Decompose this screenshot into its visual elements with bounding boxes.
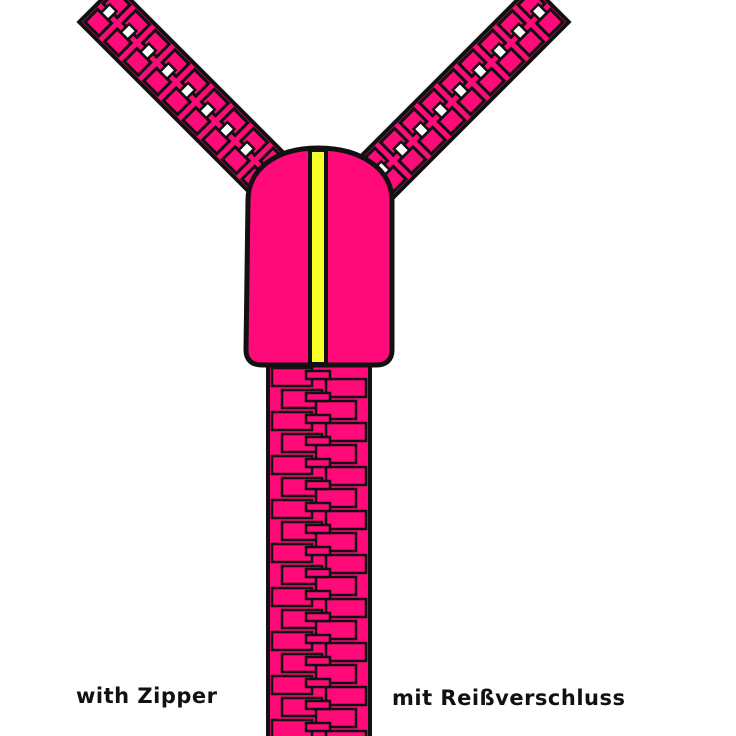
left-tape-tooth-hole [177,81,197,101]
chain-interlock [304,545,332,557]
chain-interlock [304,611,332,623]
chain-tooth-right [324,553,368,575]
left-zipper-tape [76,0,296,202]
chain-interlock [304,589,332,601]
right-tape-tooth-hole [490,41,510,61]
chain-interlock [304,479,332,491]
chain-interlock [304,721,332,733]
chain-tooth-right [324,685,368,707]
slider-center-stripe [308,148,328,366]
left-tape-tooth-hole [99,2,119,22]
right-tape-tooth-hole [431,100,451,120]
left-tape-tooth-hole [138,41,158,61]
left-tape-tooth-hole [217,120,237,140]
closed-zipper-chain [266,360,372,736]
chain-interlock [304,457,332,469]
right-tape-tooth-hole [470,61,490,81]
chain-interlock [304,413,332,425]
left-tape-tooth-hole [158,61,178,81]
zipper-slider [243,145,395,368]
chain-interlock [304,677,332,689]
caption-german: mit Reißverschluss [392,686,626,710]
chain-tooth-right [324,421,368,443]
right-tape-tooth-hole [529,2,549,22]
chain-tooth-right [324,465,368,487]
chain-tooth-right [324,641,368,663]
left-tape-tooth-hole [118,22,139,42]
chain-tooth-right [324,597,368,619]
left-tape-tooth-hole [236,139,256,160]
chain-interlock [304,655,332,667]
right-tape-tooth-hole [411,120,431,140]
chain-interlock [304,523,332,535]
right-tape-tooth-hole [451,81,471,101]
right-tape-tooth-hole [509,22,530,42]
chain-interlock [304,435,332,447]
chain-interlock [304,501,332,513]
right-zipper-tape [352,0,572,202]
chain-interlock [304,633,332,645]
chain-interlock [304,369,332,381]
chain-interlock [304,567,332,579]
chain-tooth-right [324,509,368,531]
caption-english: with Zipper [76,684,218,708]
chain-interlock [304,699,332,711]
chain-interlock [304,391,332,403]
left-tape-tooth-hole [197,100,217,120]
chain-tooth-right [324,377,368,399]
right-tape-tooth-hole [392,139,412,160]
chain-tooth-right [324,729,368,736]
